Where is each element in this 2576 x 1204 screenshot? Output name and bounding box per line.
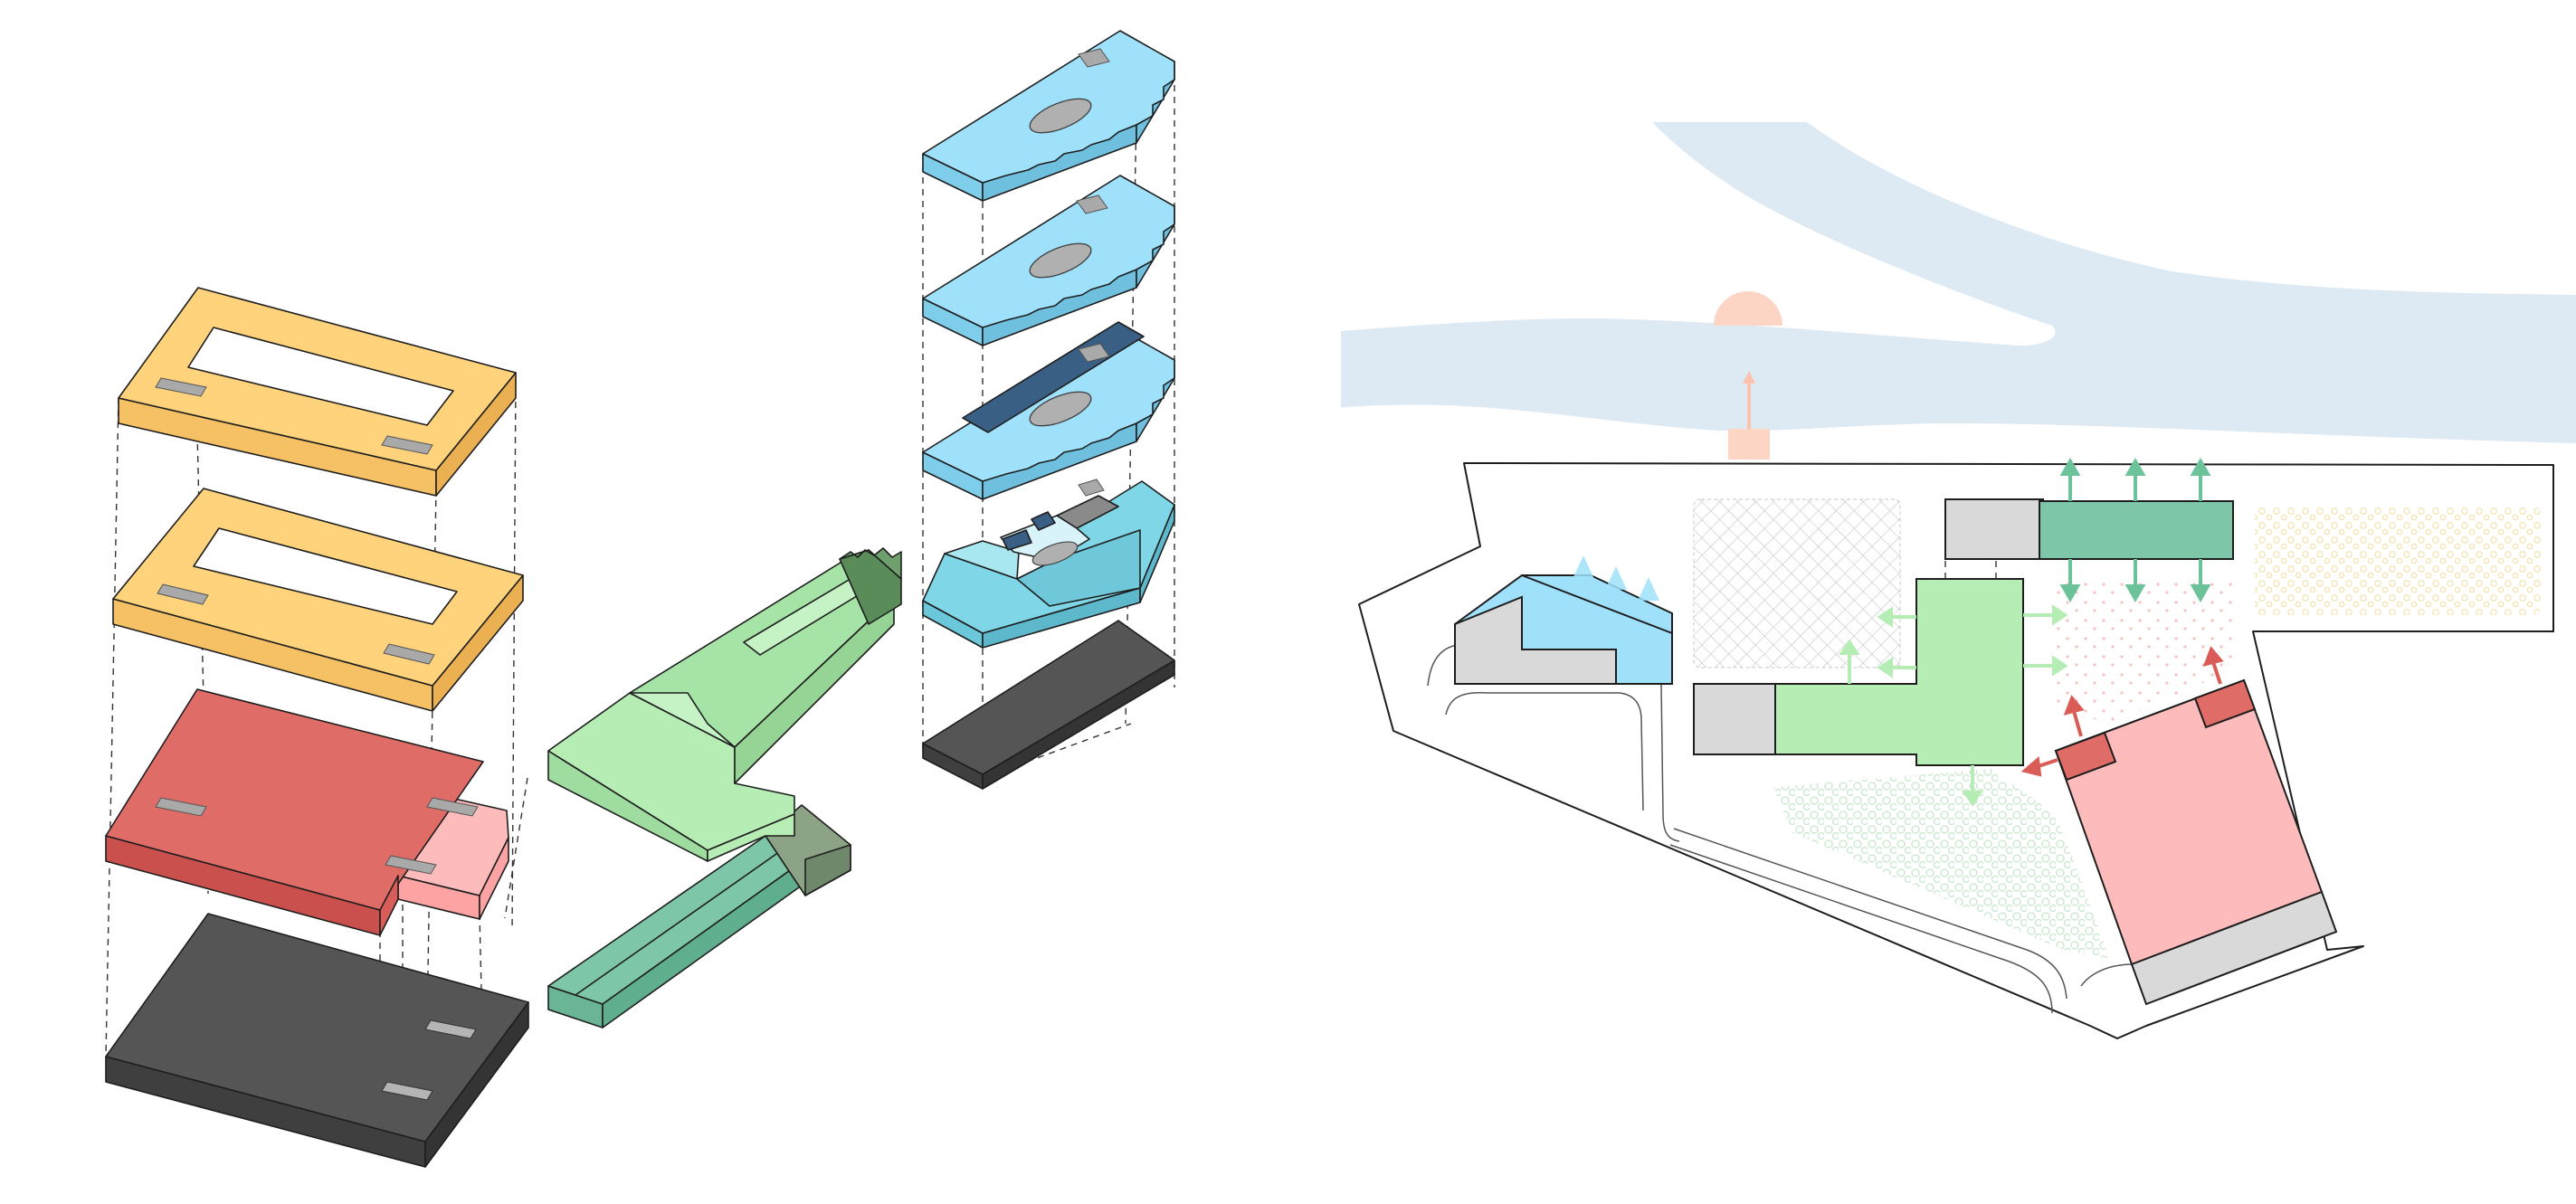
dotted-area-yellow [2255,507,2541,615]
blue-building [1454,555,1673,685]
site-plan [1340,122,2576,1039]
blue-floor-2 [922,175,1175,346]
cyan-ground-floor [922,479,1175,649]
blue-arrows [1573,555,1659,601]
river [1340,122,2576,443]
dotted-area-green [1773,769,2110,959]
yellow-ring-top [118,287,517,497]
red-slab [105,688,509,936]
dark-green-roof-mass [839,547,902,625]
teal-arrows [2059,457,2211,603]
teal-wing [547,835,806,1029]
blue-floor-1 [922,30,1175,202]
middle-axonometric [547,547,902,1029]
dotted-area-pink [2052,579,2235,724]
blue-floor-3 [922,321,1175,500]
salmon-marker [1714,291,1782,460]
right-axonometric [922,30,1175,790]
green-arrows [1839,604,2068,807]
left-axonometric [105,287,529,1168]
site-boundary [1358,462,2554,1039]
pink-building [2020,646,2338,1006]
hatched-court [1693,498,1901,668]
dark-base-slab [105,913,529,1168]
red-arrows [2020,646,2224,777]
dark-foundation [922,620,1175,790]
yellow-ring-second [112,488,524,712]
green-building [1693,578,2068,807]
green-l-shaped-building [547,560,895,862]
teal-building [1944,457,2234,603]
